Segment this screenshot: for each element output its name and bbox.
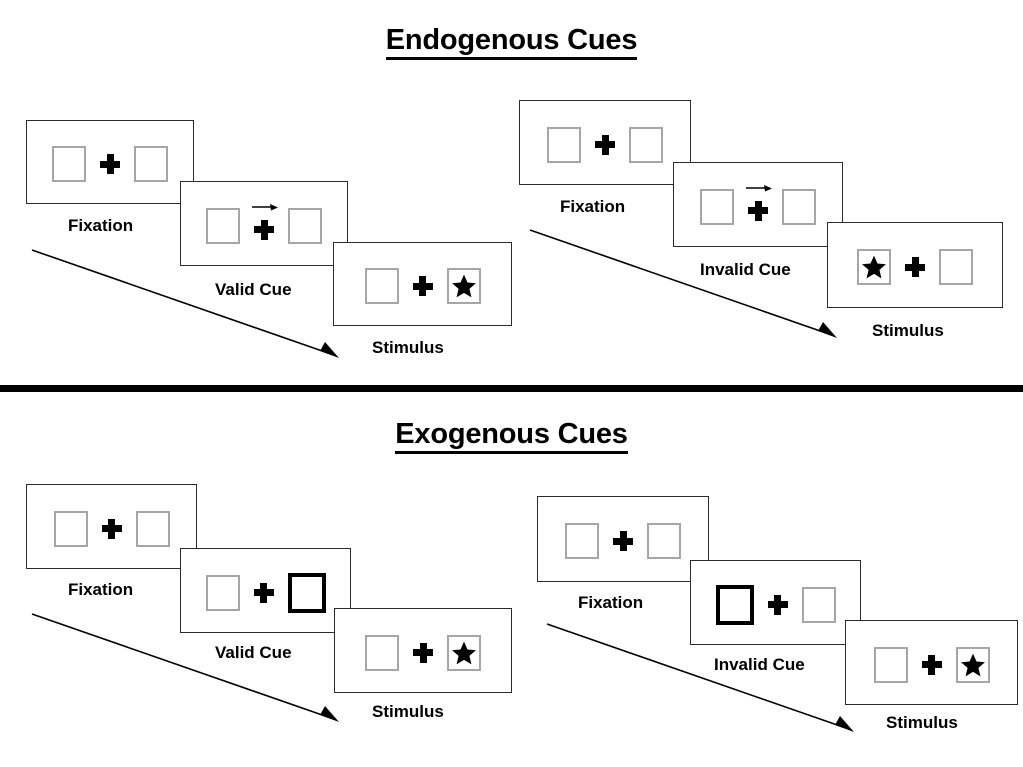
panel-endogenous-valid-stimulus — [333, 242, 512, 326]
star-icon — [960, 653, 985, 676]
plus-icon — [613, 531, 633, 551]
section-divider — [0, 385, 1023, 392]
caption-exogenous-valid-cue: Valid Cue — [215, 643, 292, 662]
panel-exogenous-invalid-cue — [690, 560, 861, 645]
caption-endogenous-invalid-cue: Invalid Cue — [700, 260, 791, 279]
panel-endogenous-valid-cue — [180, 181, 348, 266]
caption-exogenous-invalid-fixation: Fixation — [578, 593, 644, 612]
star-icon — [862, 255, 886, 279]
panel-endogenous-valid-fixation — [26, 120, 194, 204]
plus-icon — [412, 276, 433, 296]
caption-exogenous-invalid-stimulus: Stimulus — [886, 713, 958, 732]
plus-icon — [595, 134, 615, 155]
plus-icon — [101, 518, 122, 539]
caption-endogenous-invalid-stimulus: Stimulus — [872, 321, 944, 340]
plus-icon — [100, 154, 120, 174]
panel-exogenous-valid-stimulus — [334, 608, 512, 693]
sequence-arrow-endogenous-invalid — [529, 229, 837, 338]
right-placeholder-box — [629, 126, 663, 163]
plus-icon — [767, 594, 788, 615]
right-placeholder-box — [939, 249, 973, 285]
caption-exogenous-invalid-cue: Invalid Cue — [714, 655, 805, 674]
cue-group — [746, 184, 772, 221]
arrow-right-icon — [252, 203, 278, 210]
left-placeholder-box — [364, 268, 399, 304]
left-placeholder-box — [53, 510, 88, 547]
sequence-arrow-exogenous-invalid — [546, 623, 854, 732]
left-placeholder-box — [547, 126, 581, 163]
caption-endogenous-valid-cue: Valid Cue — [215, 280, 292, 299]
left-placeholder-box — [52, 146, 86, 182]
plus-icon — [413, 642, 433, 663]
right-placeholder-box — [446, 268, 481, 304]
right-placeholder-box — [447, 634, 481, 671]
panel-exogenous-invalid-fixation — [537, 496, 709, 582]
left-placeholder-box — [700, 188, 734, 225]
section-title-exogenous: Exogenous Cues — [0, 418, 1023, 454]
arrow-right-icon — [746, 184, 772, 191]
panel-endogenous-invalid-cue — [673, 162, 843, 247]
star-icon — [452, 641, 476, 664]
caption-endogenous-invalid-fixation: Fixation — [560, 197, 626, 216]
panel-endogenous-invalid-fixation — [519, 100, 691, 185]
section-title-endogenous-text: Endogenous Cues — [385, 24, 637, 60]
right-placeholder-box — [288, 207, 322, 244]
panel-exogenous-valid-fixation — [26, 484, 197, 569]
left-placeholder-box — [873, 646, 908, 683]
sequence-arrow-exogenous-valid — [31, 613, 339, 722]
right-placeholder-box — [801, 586, 836, 623]
left-placeholder-box — [205, 574, 240, 611]
caption-endogenous-valid-fixation: Fixation — [68, 216, 134, 235]
right-placeholder-box — [134, 146, 168, 182]
plus-icon — [748, 200, 768, 221]
left-placeholder-box — [365, 634, 399, 671]
right-placeholder-box — [955, 646, 990, 683]
star-icon — [451, 274, 476, 298]
plus-icon — [921, 654, 942, 675]
panel-exogenous-invalid-stimulus — [845, 620, 1018, 705]
left-placeholder-box — [857, 249, 891, 285]
left-placeholder-box — [565, 523, 599, 559]
caption-exogenous-valid-stimulus: Stimulus — [372, 702, 444, 721]
panel-endogenous-invalid-stimulus — [827, 222, 1003, 308]
plus-icon — [253, 582, 274, 603]
right-placeholder-box — [647, 523, 681, 559]
cue-group — [252, 203, 278, 240]
sequence-arrow-endogenous-valid — [31, 249, 339, 358]
left-placeholder-box — [206, 207, 240, 244]
plus-icon — [254, 219, 274, 240]
right-placeholder-box — [135, 510, 170, 547]
plus-icon — [905, 257, 925, 277]
right-placeholder-box — [782, 188, 816, 225]
right-placeholder-box-cued — [287, 572, 326, 613]
panel-exogenous-valid-cue — [180, 548, 351, 633]
caption-endogenous-valid-stimulus: Stimulus — [372, 338, 444, 357]
caption-exogenous-valid-fixation: Fixation — [68, 580, 134, 599]
section-title-exogenous-text: Exogenous Cues — [395, 418, 628, 454]
left-placeholder-box-cued — [715, 584, 754, 625]
section-title-endogenous: Endogenous Cues — [0, 24, 1023, 60]
